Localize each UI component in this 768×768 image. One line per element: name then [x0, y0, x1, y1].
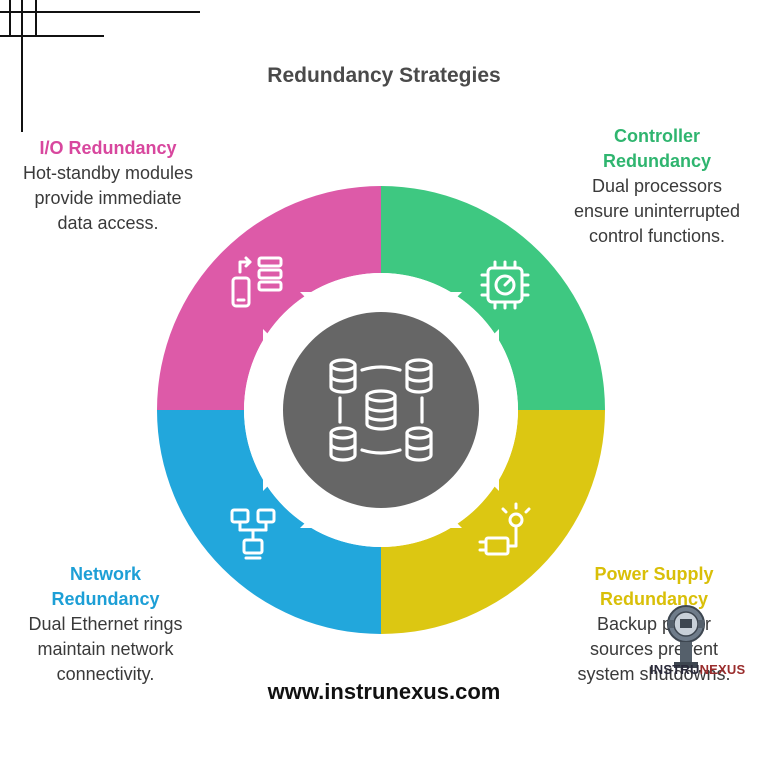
power-redundancy-heading: Power Supply Redundancy	[594, 564, 714, 609]
network-nodes-icon	[230, 508, 276, 560]
corner-decoration	[0, 0, 200, 132]
logo-text-part1: INSTRU	[650, 662, 700, 677]
power-plug-icon	[478, 502, 531, 556]
segment-controller[interactable]	[381, 186, 605, 410]
segment-power[interactable]	[381, 410, 605, 634]
controller-redundancy-heading: Controller Redundancy	[602, 126, 712, 171]
io-redundancy-description: Hot-standby modules provide immediate da…	[22, 163, 194, 233]
network-redundancy-block: Network Redundancy Dual Ethernet rings m…	[28, 562, 183, 687]
instrunexus-logo-text: INSTRUNEXUS	[650, 662, 745, 677]
network-redundancy-heading: Network Redundancy	[51, 564, 160, 609]
logo-text-part2: NEXUS	[699, 662, 746, 677]
instrunexus-logo-icon	[667, 605, 705, 668]
segment-io[interactable]	[157, 186, 381, 410]
network-redundancy-description: Dual Ethernet rings maintain network con…	[28, 614, 183, 684]
io-redundancy-block: I/O Redundancy Hot-standby modules provi…	[18, 136, 198, 236]
io-redundancy-heading: I/O Redundancy	[39, 138, 177, 158]
page-title: Redundancy Strategies	[267, 64, 501, 87]
database-cluster-icon	[329, 358, 433, 462]
controller-redundancy-description: Dual processors ensure uninterrupted con…	[573, 176, 741, 246]
device-transfer-icon	[231, 256, 283, 308]
processor-chip-icon	[480, 260, 530, 310]
separator-tabs	[263, 292, 499, 528]
controller-redundancy-block: Controller Redundancy Dual processors en…	[568, 124, 746, 249]
website-url[interactable]: www.instrunexus.com	[267, 679, 501, 704]
